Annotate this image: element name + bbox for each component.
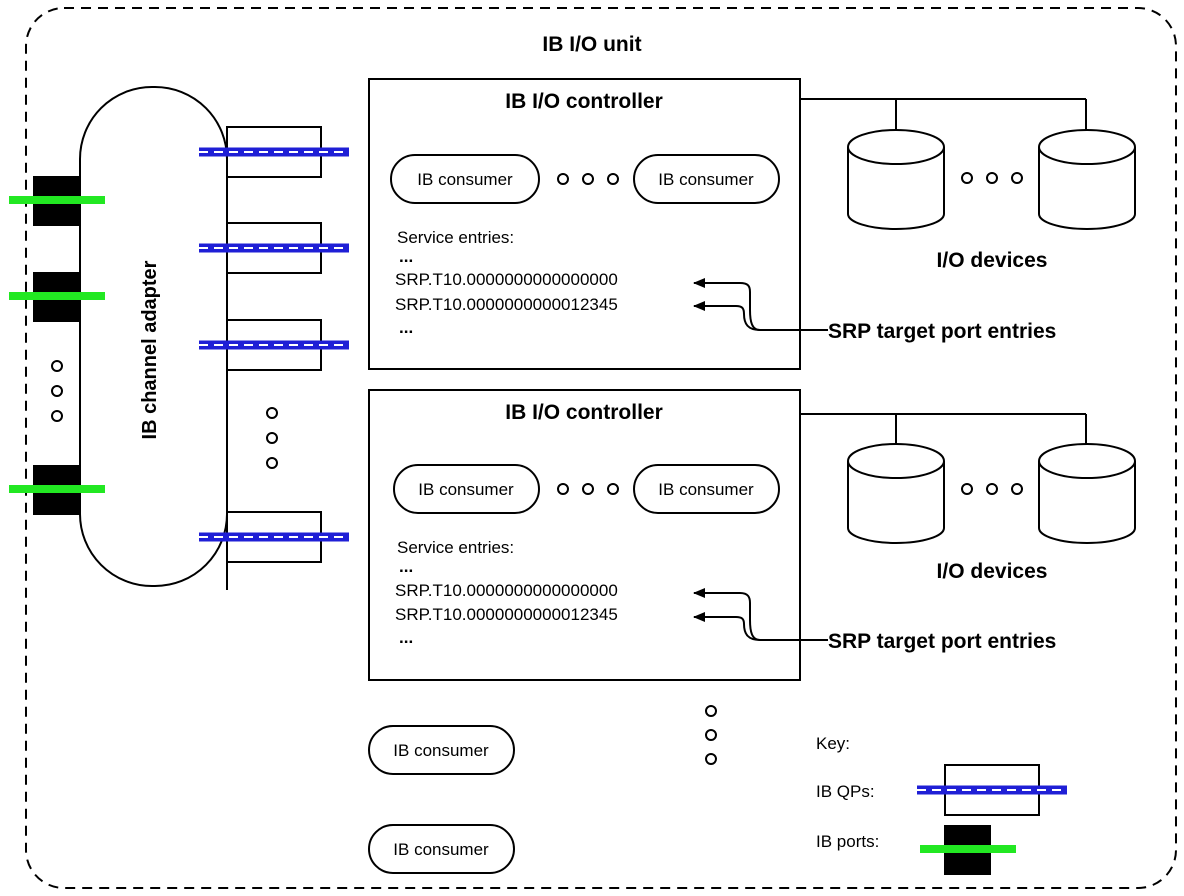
standalone-consumer-2 bbox=[368, 824, 515, 874]
consumer-right bbox=[633, 154, 780, 204]
consumer-left bbox=[393, 464, 540, 514]
service-entry-1: SRP.T10.0000000000000000 bbox=[395, 270, 618, 289]
standalone-consumer-1 bbox=[368, 725, 515, 775]
qp-1 bbox=[199, 126, 349, 178]
channel-adapter-label: IB channel adapter bbox=[139, 260, 161, 439]
consumer-right bbox=[633, 464, 780, 514]
io-controller-1: IB I/O controller IB consumer IB consume… bbox=[368, 78, 801, 370]
entries-dots-top: ... bbox=[399, 557, 413, 576]
disk-icon bbox=[1038, 443, 1136, 544]
consumer-right-label: IB consumer bbox=[658, 170, 754, 189]
controller-title: IB I/O controller bbox=[505, 90, 663, 113]
io-devices-2: I/O devices bbox=[800, 413, 1136, 583]
devices-label-2: I/O devices bbox=[937, 560, 1048, 583]
service-heading: Service entries: bbox=[397, 538, 514, 557]
legend-title: Key: bbox=[816, 734, 850, 753]
device-ellipsis bbox=[961, 172, 1023, 184]
controller-ellipsis bbox=[705, 705, 717, 765]
qp-ellipsis bbox=[266, 407, 278, 469]
service-heading: Service entries: bbox=[397, 228, 514, 247]
consumer-right-label: IB consumer bbox=[658, 480, 754, 499]
qp-2 bbox=[199, 222, 349, 274]
service-entry-1: SRP.T10.0000000000000000 bbox=[395, 581, 618, 600]
consumer-ellipsis bbox=[557, 173, 619, 185]
disk-icon bbox=[1038, 129, 1136, 230]
io-unit-title: IB I/O unit bbox=[542, 33, 641, 56]
qp-3 bbox=[199, 319, 349, 371]
service-entry-2: SRP.T10.0000000000012345 bbox=[395, 295, 618, 314]
legend-port-symbol bbox=[920, 825, 1016, 875]
entries-dots-bottom: ... bbox=[399, 318, 413, 337]
consumer-ellipsis bbox=[557, 483, 619, 495]
legend-qps-label: IB QPs: bbox=[816, 782, 875, 801]
entries-dots-bottom: ... bbox=[399, 628, 413, 647]
ib-port-2 bbox=[9, 272, 105, 322]
target-port-label-1: SRP target port entries bbox=[828, 320, 1056, 343]
consumer-left-label: IB consumer bbox=[418, 480, 514, 499]
ib-port-1 bbox=[9, 176, 105, 226]
qp-4 bbox=[199, 511, 349, 563]
devices-label-1: I/O devices bbox=[937, 249, 1048, 272]
io-devices-1: I/O devices bbox=[800, 98, 1136, 272]
legend-qp-symbol bbox=[917, 764, 1067, 816]
port-ellipsis bbox=[51, 360, 63, 422]
controller-title: IB I/O controller bbox=[505, 401, 663, 424]
legend-ports-label: IB ports: bbox=[816, 832, 879, 851]
io-controller-2: IB I/O controller IB consumer IB consume… bbox=[368, 389, 801, 681]
consumer-left-label: IB consumer bbox=[417, 170, 513, 189]
legend: Key: IB QPs: IB ports: bbox=[816, 734, 1067, 875]
service-entry-2: SRP.T10.0000000000012345 bbox=[395, 605, 618, 624]
target-arrow-1b bbox=[693, 301, 761, 331]
standalone-consumer-2-label: IB consumer bbox=[393, 840, 489, 859]
io-unit-boundary bbox=[25, 7, 1177, 889]
standalone-consumer-1-label: IB consumer bbox=[393, 741, 489, 760]
device-ellipsis bbox=[961, 483, 1023, 495]
ib-port-3 bbox=[9, 465, 105, 515]
disk-icon bbox=[847, 443, 945, 544]
entries-dots-top: ... bbox=[399, 247, 413, 266]
target-port-label-2: SRP target port entries bbox=[828, 630, 1056, 653]
target-arrow-2b bbox=[693, 612, 761, 641]
disk-icon bbox=[847, 129, 945, 230]
consumer-left bbox=[390, 154, 540, 204]
